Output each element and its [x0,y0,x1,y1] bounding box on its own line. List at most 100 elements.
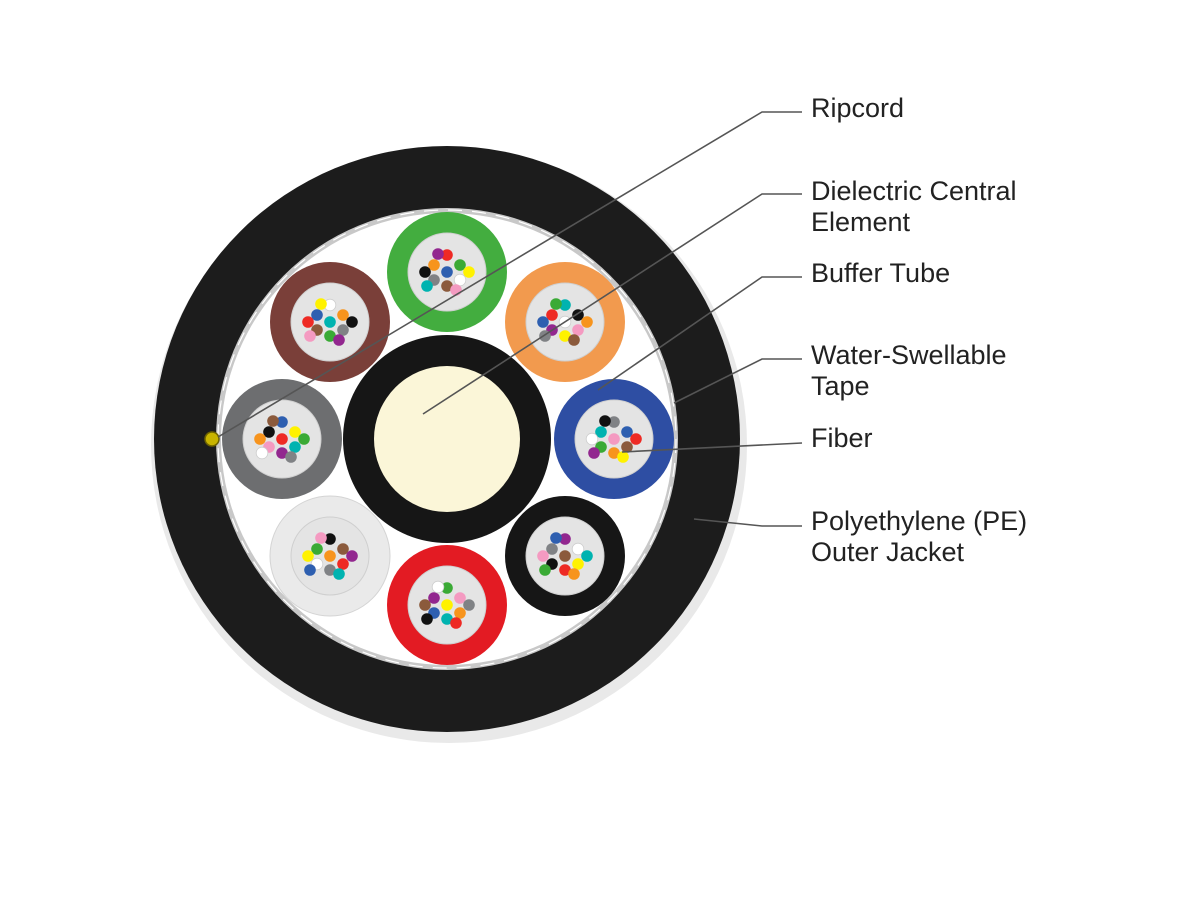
label-water-swellable-tape-line-1: Water-Swellable [811,340,1007,370]
fiber [311,309,323,321]
label-dielectric-central-element-line-1: Dielectric Central [811,176,1017,206]
fiber [304,330,316,342]
fiber [568,334,580,346]
fiber [311,543,323,555]
fiber [254,433,266,445]
fiber [450,617,462,629]
fiber [276,416,288,428]
buffer-tube-red [387,545,507,665]
fiber [337,324,349,336]
fiber [546,543,558,555]
fiber [441,266,453,278]
fiber [421,280,433,292]
fiber [324,533,336,545]
fiber [630,433,642,445]
fiber [621,426,633,438]
buffer-tube-black [505,496,625,616]
label-ripcord: Ripcord [811,93,904,124]
fiber [419,266,431,278]
label-dielectric-central-element-line-2: Element [811,207,911,237]
label-water-swellable-tape: Water-Swellable Tape [811,340,1007,402]
tape-wrap-seam [217,209,677,669]
fiber [453,273,467,287]
fiber [333,568,345,580]
label-dielectric-central-element: Dielectric Central Element [811,176,1017,238]
fiber [324,316,336,328]
fiber [559,330,571,342]
label-polyethylene-outer-jacket-line-1: Polyethylene (PE) [811,506,1028,536]
fiber [302,316,314,328]
fiber [454,607,466,619]
fiber [546,309,558,321]
label-ripcord-line-1: Ripcord [811,93,905,123]
fiber [608,433,620,445]
fiber [337,309,349,321]
fiber [298,433,310,445]
dielectric-central-element [374,366,520,512]
fiber [324,330,336,342]
fiber [571,542,585,556]
fiber [572,558,584,570]
fiber [599,415,611,427]
fiber [608,416,620,428]
label-buffer-tube: Buffer Tube [811,258,950,289]
fiber [617,451,629,463]
fiber [559,299,571,311]
fiber [315,298,327,310]
fiber [441,280,453,292]
label-fiber-line-1: Fiber [811,423,873,453]
fiber [337,543,349,555]
fiber [608,447,620,459]
fiber [441,613,453,625]
fiber [441,599,453,611]
fiber [454,259,466,271]
fiber [289,441,301,453]
fiber [276,433,288,445]
fiber [550,532,562,544]
fiber [539,564,551,576]
fiber [276,447,288,459]
fiber [588,447,600,459]
fiber [572,324,584,336]
fiber [581,316,593,328]
label-water-swellable-tape-line-2: Tape [811,371,870,401]
leader-water-swellable-tape [673,358,802,404]
fiber [568,568,580,580]
leader-lines [217,111,803,527]
fiber [428,259,440,271]
label-polyethylene-outer-jacket-line-2: Outer Jacket [811,537,965,567]
fiber [431,580,445,594]
fiber [346,550,358,562]
fiber [267,415,279,427]
fiber [315,532,327,544]
label-buffer-tube-line-1: Buffer Tube [811,258,951,288]
fiber [432,248,444,260]
fiber [559,564,571,576]
fiber [441,249,453,261]
buffer-tube-slate [222,379,342,499]
fiber [550,298,562,310]
fiber [585,432,599,446]
fiber [255,446,269,460]
fiber [595,426,607,438]
fiber [289,426,301,438]
leader-buffer-tube [597,276,802,391]
leader-dielectric-central-element [422,193,802,415]
fiber [324,564,336,576]
fiber [559,533,571,545]
label-polyethylene-outer-jacket: Polyethylene (PE) Outer Jacket [811,506,1027,568]
fiber [441,582,453,594]
fiber [419,599,431,611]
buffer-tube-white [269,495,391,617]
fiber [337,558,349,570]
fiber [304,564,316,576]
fiber [285,451,297,463]
fiber [537,550,549,562]
ripcord [204,431,220,447]
fiber [454,592,466,604]
leader-outer-jacket [693,518,802,527]
label-fiber: Fiber [811,423,873,454]
fiber [537,316,549,328]
fiber [421,613,433,625]
